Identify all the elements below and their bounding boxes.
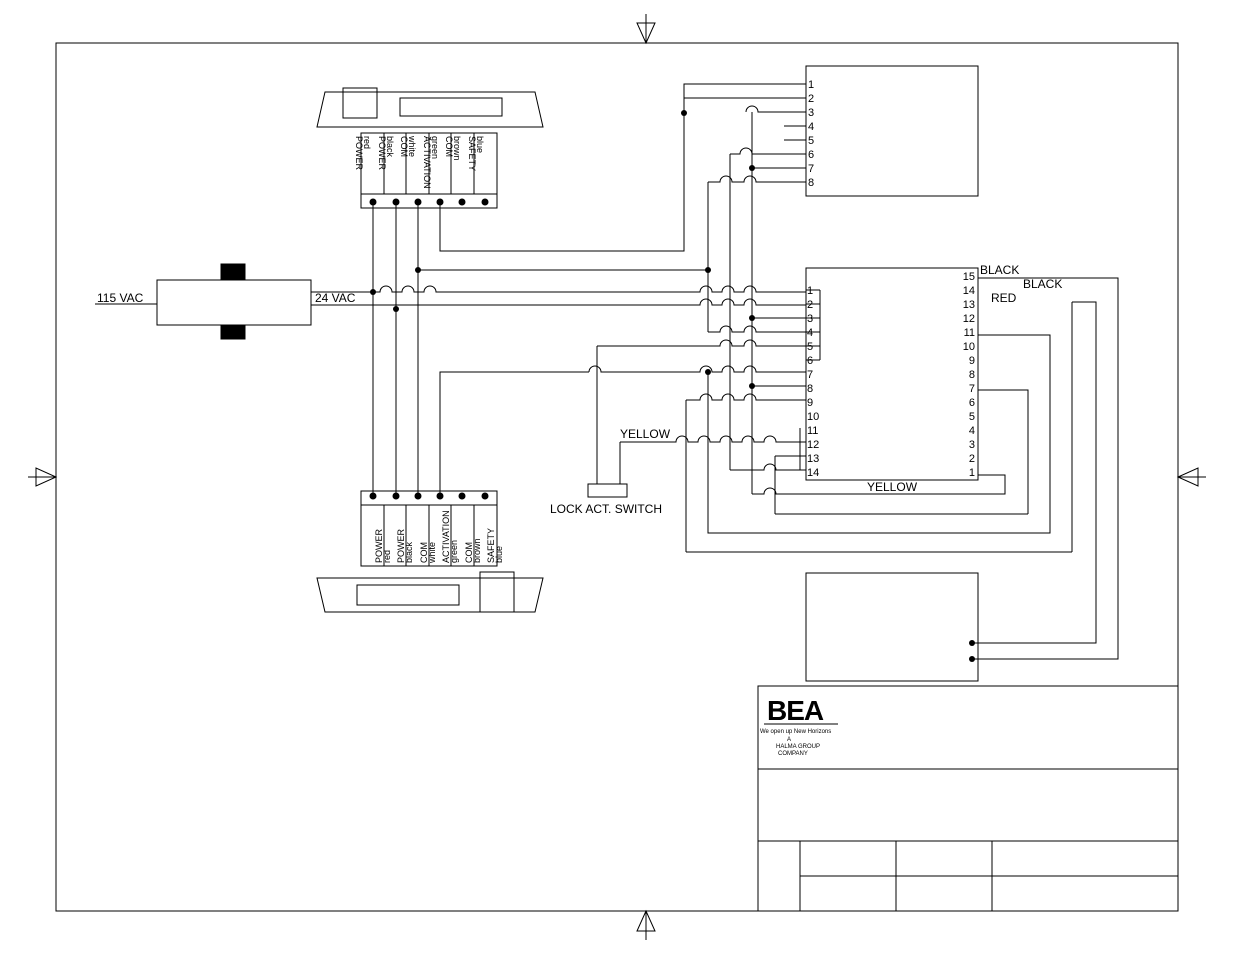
- pin-number: 1: [969, 467, 975, 479]
- pin-number: 15: [963, 271, 975, 283]
- pin-number: 13: [807, 453, 819, 465]
- pin-number: 5: [807, 341, 813, 353]
- bottom-controller: [805, 277, 1119, 682]
- terminal-label: POWERred: [374, 528, 392, 563]
- logo-group-a: A: [787, 737, 791, 743]
- pin-number: 3: [969, 439, 975, 451]
- pin-number: 6: [807, 355, 813, 367]
- terminal-label: redPOWER: [354, 136, 372, 171]
- sensor-vertical-wires: [372, 83, 806, 496]
- logo-tagline: We open up New Horizons: [760, 729, 831, 735]
- junction-dots: [369, 110, 975, 662]
- pin-number: 11: [964, 327, 975, 339]
- input-voltage-label: 115 VAC: [97, 291, 144, 305]
- main-controller-right-pins: 15 14 13 12 11 10 9 8 7 6 5 4 3 2 1: [963, 271, 975, 479]
- sensor-bottom-terminal-block: [360, 490, 498, 567]
- pin-number: 8: [807, 383, 813, 395]
- terminal-label: POWERblack: [396, 528, 414, 563]
- terminal-label: SAFETYblue: [486, 528, 504, 563]
- pin-number: 14: [963, 285, 975, 297]
- bea-logo: BEA We open up New Horizons A HALMA GROU…: [760, 695, 838, 757]
- terminal-label: ACTIVATIONgreen: [441, 510, 459, 563]
- pin-number: 10: [807, 411, 819, 423]
- pin-number: 12: [807, 439, 819, 451]
- center-marker-right: [1176, 467, 1206, 487]
- top-controller: [805, 65, 979, 197]
- terminal-label: COMbrown: [464, 538, 482, 563]
- controller-interconnect-wires: [588, 97, 1073, 553]
- lock-switch-body: [587, 483, 628, 498]
- terminal-label: whiteCOM: [399, 135, 417, 157]
- pin-number: 1: [807, 285, 813, 297]
- pin-number: 2: [808, 93, 814, 105]
- pin-number: 7: [807, 369, 813, 381]
- logo-group-company: COMPANY: [778, 751, 808, 757]
- pin-number: 3: [808, 107, 814, 119]
- terminal-label: blackPOWER: [377, 136, 395, 171]
- pin-number: 12: [963, 313, 975, 325]
- pin-number: 8: [969, 369, 975, 381]
- center-marker-bottom: [636, 909, 656, 940]
- title-block: [535, 685, 1179, 912]
- pin-number: 5: [808, 135, 814, 147]
- wire-label-black: BLACK: [980, 263, 1019, 277]
- pin-number: 2: [807, 299, 813, 311]
- pin-number: 9: [807, 397, 813, 409]
- pin-number: 4: [808, 121, 814, 133]
- logo-wordmark: BEA: [767, 695, 824, 726]
- pin-number: 2: [969, 453, 975, 465]
- pin-number: 1: [808, 79, 814, 91]
- wire-label-yellow: YELLOW: [620, 427, 671, 441]
- sensor-bottom-labels: POWERred POWERblack COMwhite ACTIVATIONg…: [374, 510, 504, 564]
- terminal-label: COMwhite: [419, 542, 437, 564]
- pin-number: 9: [969, 355, 975, 367]
- pin-number: 3: [807, 313, 813, 325]
- top-controller-pins: 1 2 3 4 5 6 7 8: [808, 79, 814, 189]
- main-controller: [799, 267, 979, 481]
- sensor-top-housing: [316, 87, 544, 128]
- terminal-label: brownCOM: [444, 136, 462, 161]
- pin-number: 11: [807, 425, 818, 437]
- sensor-top-terminal-block: [360, 132, 498, 209]
- center-marker-left: [28, 467, 58, 487]
- logo-group-name: HALMA GROUP: [776, 744, 820, 750]
- terminal-label: blueSAFETY: [467, 136, 485, 171]
- sensor-top-labels: redPOWER blackPOWER whiteCOM greenACTIVA…: [354, 135, 485, 189]
- pin-number: 4: [969, 425, 975, 437]
- pin-number: 13: [963, 299, 975, 311]
- pin-number: 6: [969, 397, 975, 409]
- pin-number: 14: [807, 467, 819, 479]
- transformer: [95, 263, 370, 340]
- pin-number: 6: [808, 149, 814, 161]
- terminal-label: greenACTIVATION: [422, 136, 440, 189]
- lock-switch-label: LOCK ACT. SWITCH: [550, 502, 662, 516]
- pin-number: 7: [808, 163, 814, 175]
- pin-number: 8: [808, 177, 814, 189]
- pin-number: 10: [963, 341, 975, 353]
- sheet-border: [55, 42, 1179, 912]
- wire-label-black: BLACK: [1023, 277, 1062, 291]
- sensor-bottom-housing: [316, 571, 544, 613]
- output-voltage-label: 24 VAC: [315, 291, 356, 305]
- pin-number: 5: [969, 411, 975, 423]
- wire-label-red: RED: [991, 291, 1017, 305]
- pin-number: 4: [807, 327, 813, 339]
- pin-number: 7: [969, 383, 975, 395]
- power-bus-wires: [370, 269, 806, 306]
- center-marker-top: [636, 14, 656, 45]
- wire-label-yellow: YELLOW: [867, 480, 918, 494]
